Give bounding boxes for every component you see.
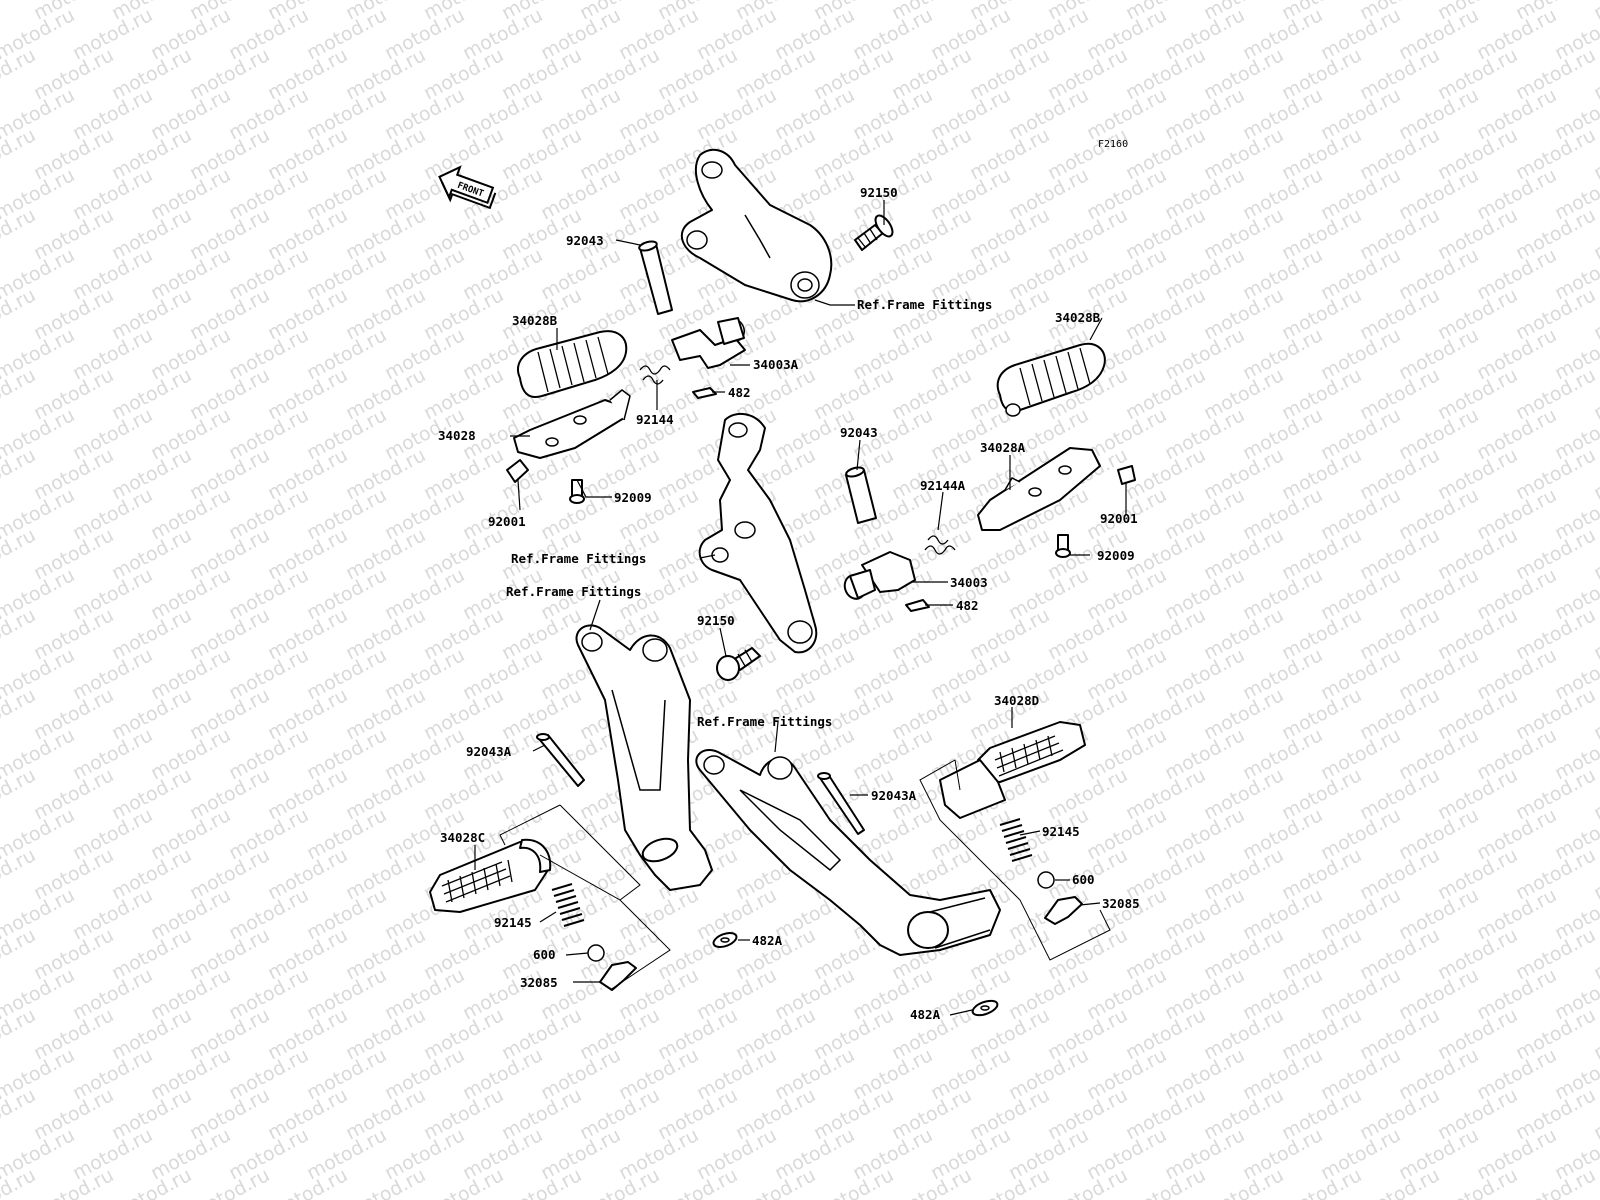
bolt-92001-left	[506, 459, 529, 483]
label-92009-left: 92009	[614, 490, 652, 505]
bolt-92001-right	[1117, 465, 1136, 485]
label-34028B-right: 34028B	[1055, 310, 1101, 325]
label-ref-frame-top: Ref.Frame Fittings	[857, 297, 992, 312]
screw-92009-left	[569, 479, 585, 504]
plate-32085-right	[1044, 896, 1083, 925]
label-92009-right: 92009	[1097, 548, 1135, 563]
label-92150-mid: 92150	[697, 613, 735, 628]
label-ref-frame-mid1: Ref.Frame Fittings	[511, 551, 646, 566]
label-34028A: 34028A	[980, 440, 1026, 455]
label-92001-left: 92001	[488, 514, 526, 529]
pin-92043-mid	[845, 466, 877, 524]
clip-482-top	[692, 387, 717, 399]
label-32085-left: 32085	[520, 975, 558, 990]
label-92043-mid: 92043	[840, 425, 878, 440]
washer-482A-left	[712, 932, 738, 948]
pin-92043-top	[638, 240, 673, 315]
label-92144: 92144	[636, 412, 674, 427]
spring-92145-left	[551, 883, 585, 927]
bracket-lower-left	[575, 624, 713, 891]
label-34028: 34028	[438, 428, 476, 443]
ball-600-right	[1037, 871, 1055, 889]
spring-92144	[639, 365, 671, 385]
label-34003A: 34003A	[753, 357, 799, 372]
footpeg-base-34028	[513, 389, 631, 459]
footpeg-base-34028A	[977, 447, 1101, 531]
label-92145-left: 92145	[494, 915, 532, 930]
diagram-code: F2160	[1098, 139, 1128, 150]
assembly-box-left	[499, 804, 671, 991]
clevis-34003A	[671, 317, 746, 369]
label-482-mid: 482	[956, 598, 979, 613]
part-labels: 92150 92043 Ref.Frame Fittings 34028B 34…	[438, 185, 1140, 1022]
label-92144A: 92144A	[920, 478, 966, 493]
label-34028B-left: 34028B	[512, 313, 558, 328]
footpeg-34028D	[939, 721, 1086, 819]
pin-92043A-right	[817, 772, 865, 835]
label-482-top: 482	[728, 385, 751, 400]
assembly-box-right	[919, 759, 1111, 961]
clip-482-mid	[905, 599, 930, 612]
washer-482A-bottom	[971, 999, 999, 1017]
bracket-middle	[698, 412, 818, 654]
rear-bracket-upper	[680, 148, 833, 303]
footpeg-rubber-34028B-right	[996, 342, 1106, 417]
label-34028D: 34028D	[994, 693, 1039, 708]
label-34028C: 34028C	[440, 830, 485, 845]
label-32085-right: 32085	[1102, 896, 1140, 911]
bracket-lower-right	[695, 749, 1001, 956]
label-600-right: 600	[1072, 872, 1095, 887]
pin-92043A-left	[536, 733, 585, 787]
label-92043A-right: 92043A	[871, 788, 917, 803]
footpeg-rubber-34028B-left	[517, 330, 628, 398]
screw-92009-right	[1055, 534, 1071, 558]
leader-lines	[474, 200, 1127, 1016]
plate-32085-left	[599, 961, 637, 991]
ball-600-left	[587, 944, 605, 962]
label-92150-top: 92150	[860, 185, 898, 200]
label-ref-frame-low: Ref.Frame Fittings	[697, 714, 832, 729]
label-600-left: 600	[533, 947, 556, 962]
label-ref-frame-mid2: Ref.Frame Fittings	[506, 584, 641, 599]
bolt-92150-mid	[716, 647, 761, 681]
label-92145-right: 92145	[1042, 824, 1080, 839]
front-arrow-icon: FRONT	[438, 165, 497, 210]
clevis-34003	[843, 551, 916, 600]
bolt-92150-top	[854, 214, 894, 251]
label-482A-left: 482A	[752, 933, 783, 948]
spring-92145-right	[999, 818, 1033, 862]
label-34003: 34003	[950, 575, 988, 590]
footpeg-34028C	[429, 838, 552, 913]
label-92043A-left: 92043A	[466, 744, 512, 759]
watermark-text: motod.ru	[1590, 0, 1600, 24]
label-92043-top: 92043	[566, 233, 604, 248]
spring-92144A	[924, 535, 956, 555]
label-92001-right: 92001	[1100, 511, 1138, 526]
label-482A-bottom: 482A	[910, 1007, 941, 1022]
